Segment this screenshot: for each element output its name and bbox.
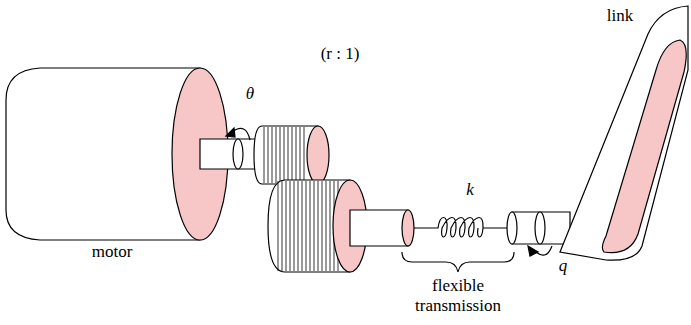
angle-symbol: θ <box>246 84 254 104</box>
angle-symbol: q <box>559 256 568 276</box>
arrow-head <box>226 128 235 137</box>
gear-tooth <box>294 181 295 271</box>
gear-tooth <box>278 181 279 271</box>
gear-tooth <box>296 127 297 183</box>
spring-symbol <box>414 218 508 238</box>
gear-tooth <box>288 127 289 183</box>
link-shaft <box>512 212 570 244</box>
gear-tooth <box>304 127 305 183</box>
gear-tooth <box>280 127 281 183</box>
gear-tooth <box>264 127 265 183</box>
gear-ratio: (r : 1) <box>321 44 360 64</box>
gear-tooth <box>298 181 299 271</box>
gear-tooth <box>306 181 307 271</box>
motor-body <box>6 68 200 240</box>
gear-tooth <box>282 181 283 271</box>
link-shaft-ring <box>535 212 545 244</box>
stiffness-symbol: k <box>466 180 474 200</box>
link-shaft-end <box>507 212 517 244</box>
brace <box>402 252 514 272</box>
pinion-face <box>307 126 329 184</box>
shaft-ring <box>233 139 243 169</box>
gear-tooth <box>322 181 323 271</box>
gear-tooth <box>300 127 301 183</box>
gear-tooth <box>326 181 327 271</box>
gear-tooth <box>284 127 285 183</box>
link-body <box>560 6 688 260</box>
part-name: motor <box>92 242 133 262</box>
motor-shaft <box>200 139 262 169</box>
gear-tooth <box>292 127 293 183</box>
gear-tooth <box>310 181 311 271</box>
gear-tooth <box>330 181 331 271</box>
part-name: link <box>607 6 633 26</box>
gear-tooth <box>302 181 303 271</box>
part-name: flexible transmission <box>410 276 506 317</box>
output-shaft <box>350 210 408 246</box>
gear-tooth <box>268 127 269 183</box>
gear-tooth <box>290 181 291 271</box>
gear-tooth <box>272 127 273 183</box>
gear-tooth <box>314 181 315 271</box>
output-shaft-face <box>402 210 414 246</box>
gear-tooth <box>276 127 277 183</box>
link-face <box>602 40 686 253</box>
gear-tooth <box>318 181 319 271</box>
gear-tooth <box>286 181 287 271</box>
arrow-head <box>528 246 538 256</box>
